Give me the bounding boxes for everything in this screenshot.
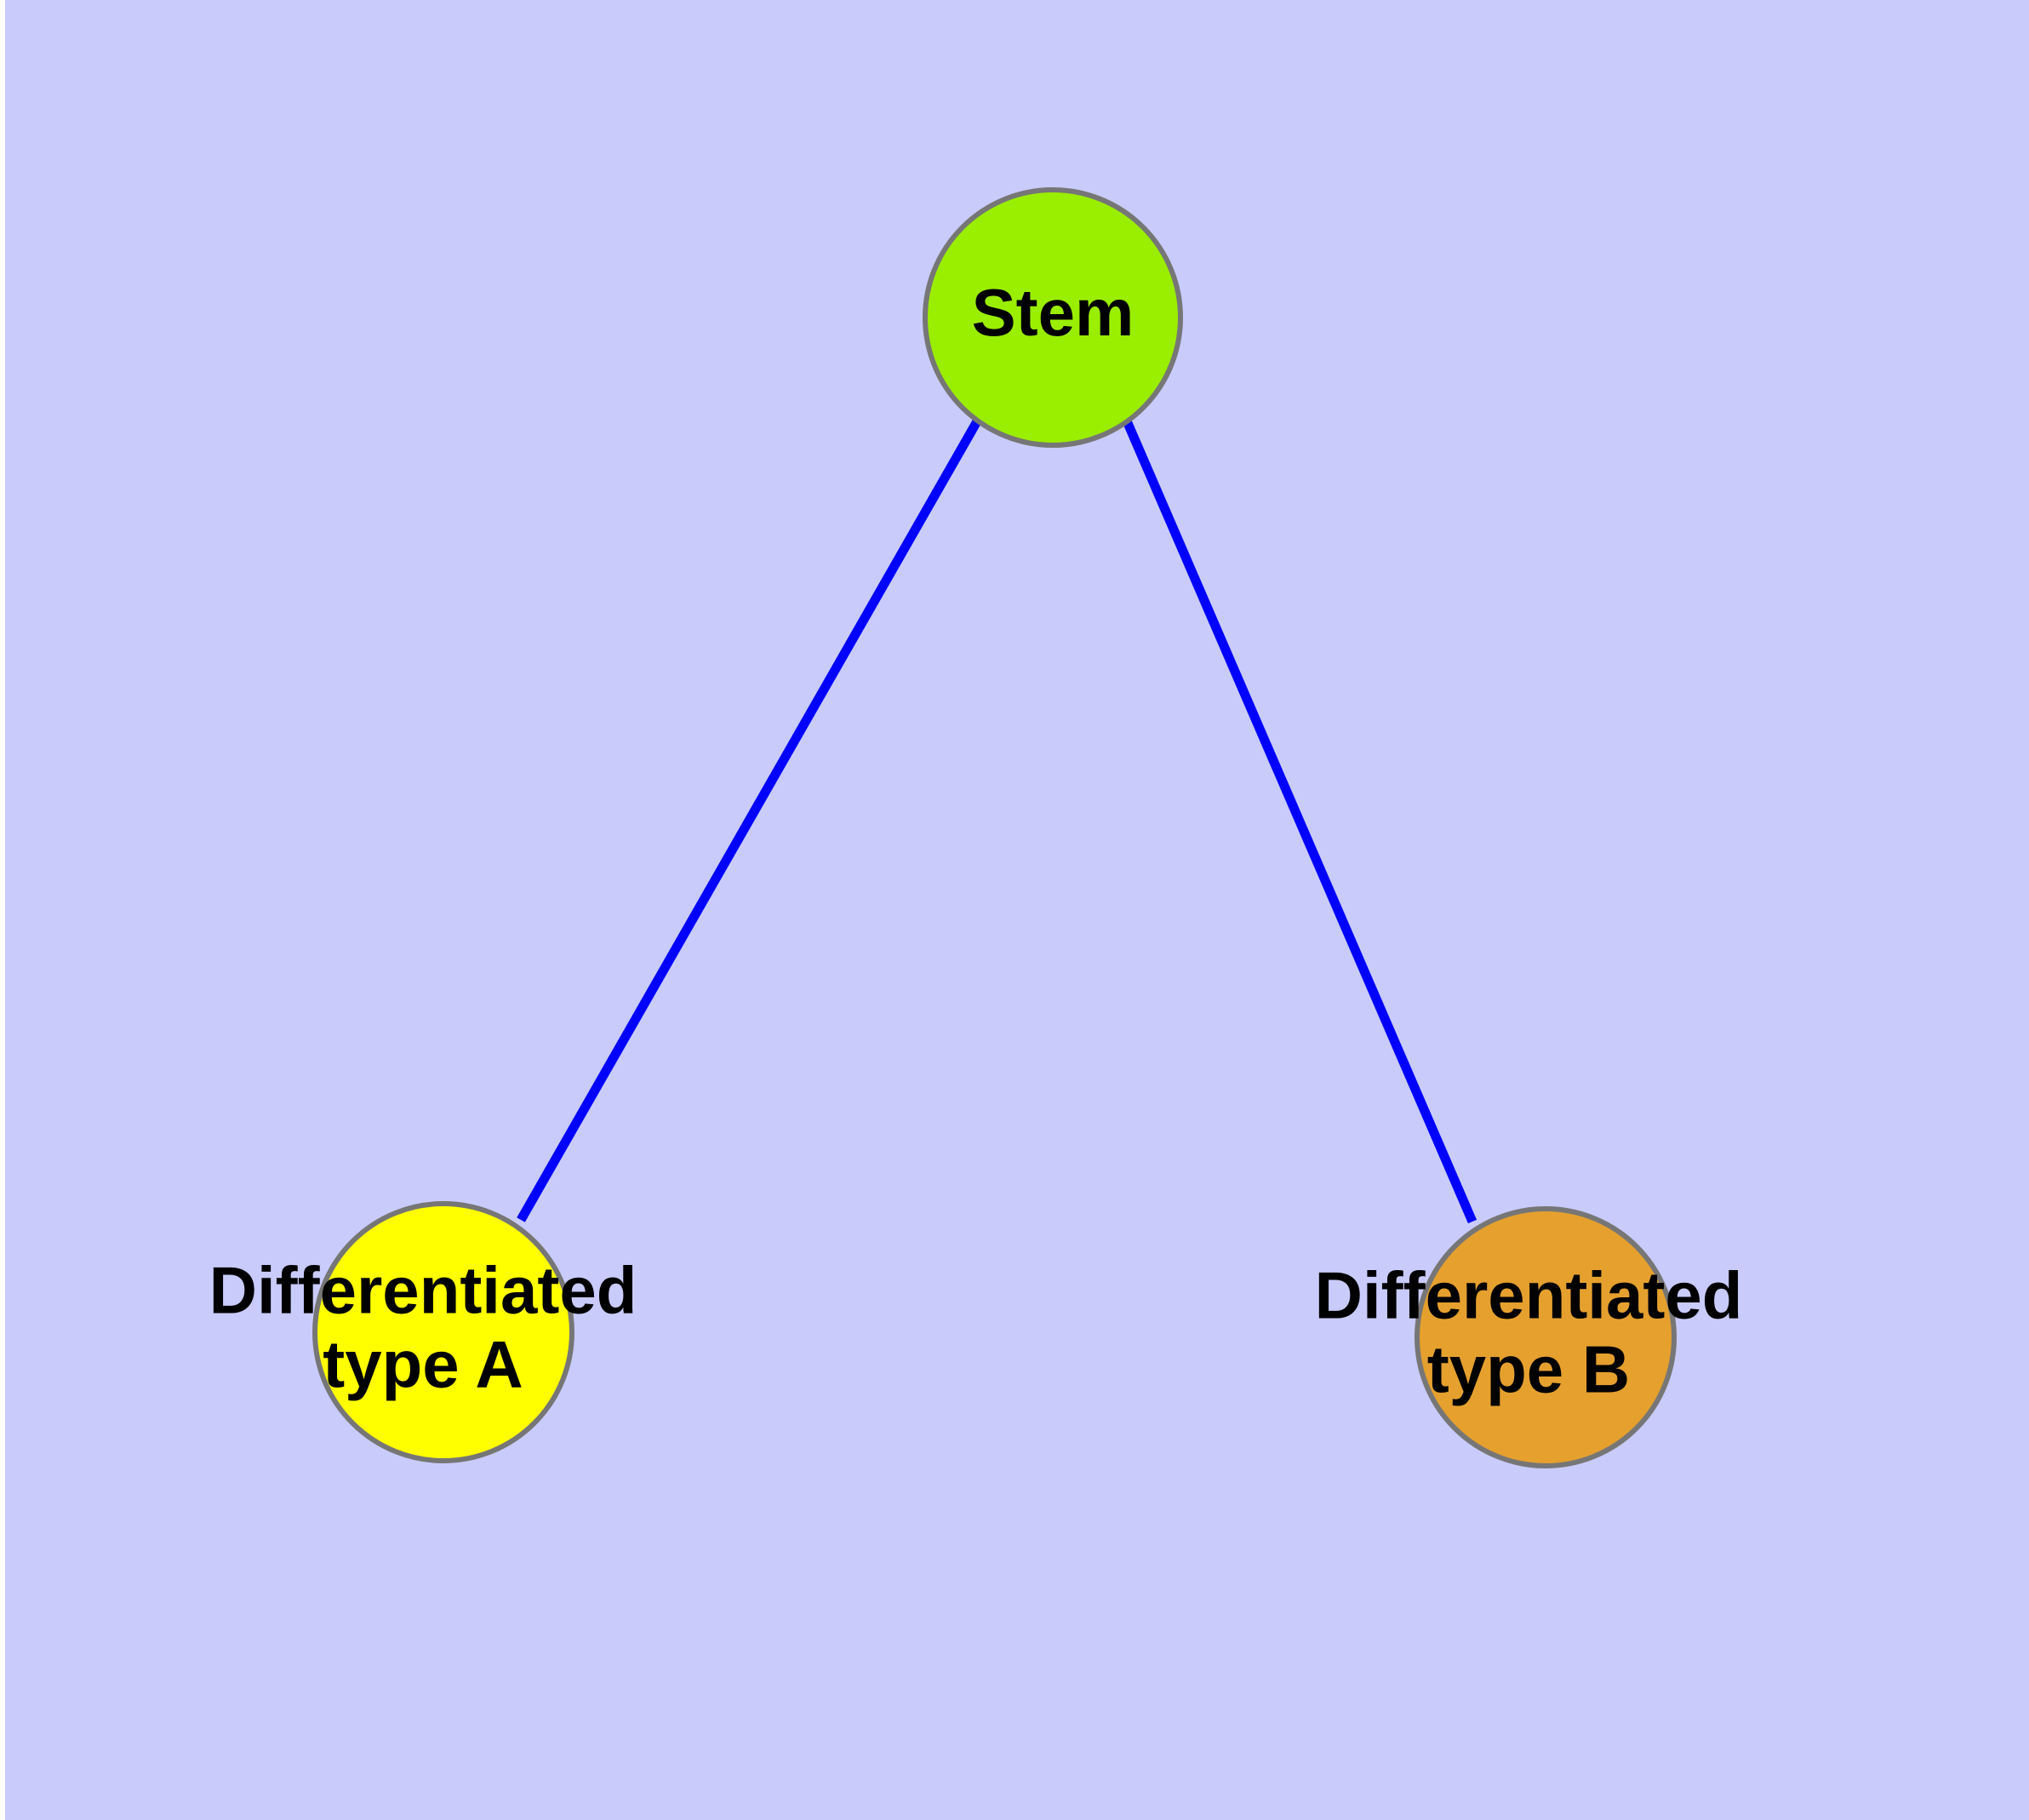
node-label-line: Stem xyxy=(972,275,1135,350)
nodes-group xyxy=(312,187,1677,1468)
node-label-line: Differentiated xyxy=(209,1252,637,1327)
edges-group xyxy=(517,415,1477,1224)
node-label-line: type A xyxy=(323,1326,523,1401)
node-label-stem: Stem xyxy=(972,275,1135,350)
graph-node-diff_b[interactable] xyxy=(1415,1206,1677,1468)
graph-node-stem[interactable] xyxy=(923,187,1183,448)
node-label-line: Differentiated xyxy=(1315,1257,1743,1332)
node-label-line: type B xyxy=(1427,1331,1630,1406)
graph-edge-stem-to-diff_b xyxy=(1120,415,1477,1224)
graph-node-diff_a[interactable] xyxy=(312,1201,574,1463)
graph-edge-stem-to-diff_a xyxy=(517,419,981,1222)
